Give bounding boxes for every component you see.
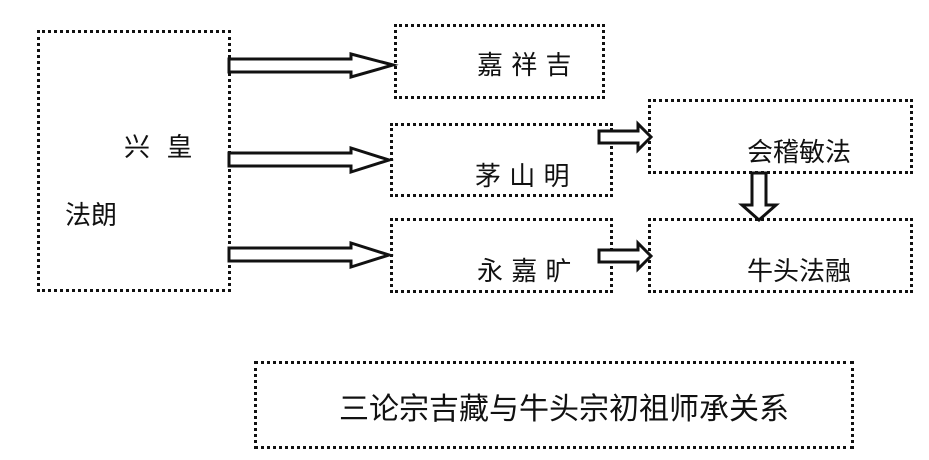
node-jixiang: 嘉 祥 吉 bbox=[394, 24, 605, 99]
edge-arrow-xinghuang-yongjia bbox=[227, 240, 394, 270]
edge-arrow-kuaiji-niutou bbox=[738, 171, 780, 223]
node-label-niutou: 牛头法融 bbox=[747, 257, 852, 287]
node-label-jixiang: 嘉 祥 吉 bbox=[477, 51, 572, 81]
edge-arrow-maoshan-kuaiji bbox=[597, 120, 654, 154]
edge-arrow-xinghuang-jixiang bbox=[227, 52, 399, 79]
node-kuaiji: 会稽敏法 bbox=[648, 99, 913, 174]
node-label-falang: 法朗 bbox=[65, 201, 118, 231]
node-label-kuaiji: 会稽敏法 bbox=[747, 138, 852, 168]
node-label-xinghuang: 兴 皇 bbox=[124, 133, 193, 163]
edge-arrow-yongjia-niutou bbox=[597, 239, 654, 273]
diagram-caption: 三论宗吉藏与牛头宗初祖师承关系 bbox=[339, 392, 789, 427]
node-label-maoshan: 茅 山 明 bbox=[475, 162, 570, 192]
node-label-yongjia: 永 嘉 旷 bbox=[477, 257, 572, 287]
edge-arrow-xinghuang-maoshan bbox=[227, 145, 394, 175]
caption-box: 三论宗吉藏与牛头宗初祖师承关系 bbox=[254, 361, 854, 449]
